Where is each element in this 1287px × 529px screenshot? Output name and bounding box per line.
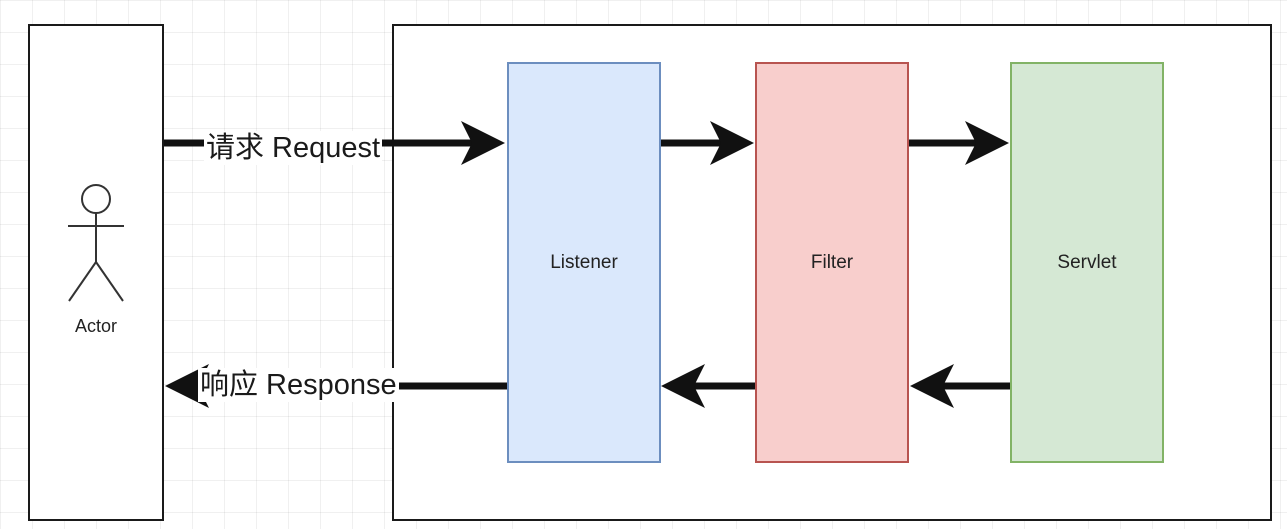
servlet-label: Servlet <box>1057 251 1117 273</box>
response-arrow-servlet-to-filter <box>910 364 1010 408</box>
response-label: 响应 Response <box>198 368 399 402</box>
listener-box: Listener <box>507 62 661 463</box>
filter-box: Filter <box>755 62 909 463</box>
request-arrow-listener-to-filter <box>661 121 754 165</box>
listener-label: Listener <box>550 251 618 273</box>
request-arrow-filter-to-servlet <box>909 121 1009 165</box>
stick-figure-icon <box>68 184 124 302</box>
response-arrow-filter-to-listener <box>661 364 755 408</box>
actor-label: Actor <box>74 316 117 336</box>
actor-box <box>28 24 164 521</box>
servlet-box: Servlet <box>1010 62 1164 463</box>
request-label: 请求 Request <box>204 131 383 165</box>
filter-label: Filter <box>810 251 854 273</box>
